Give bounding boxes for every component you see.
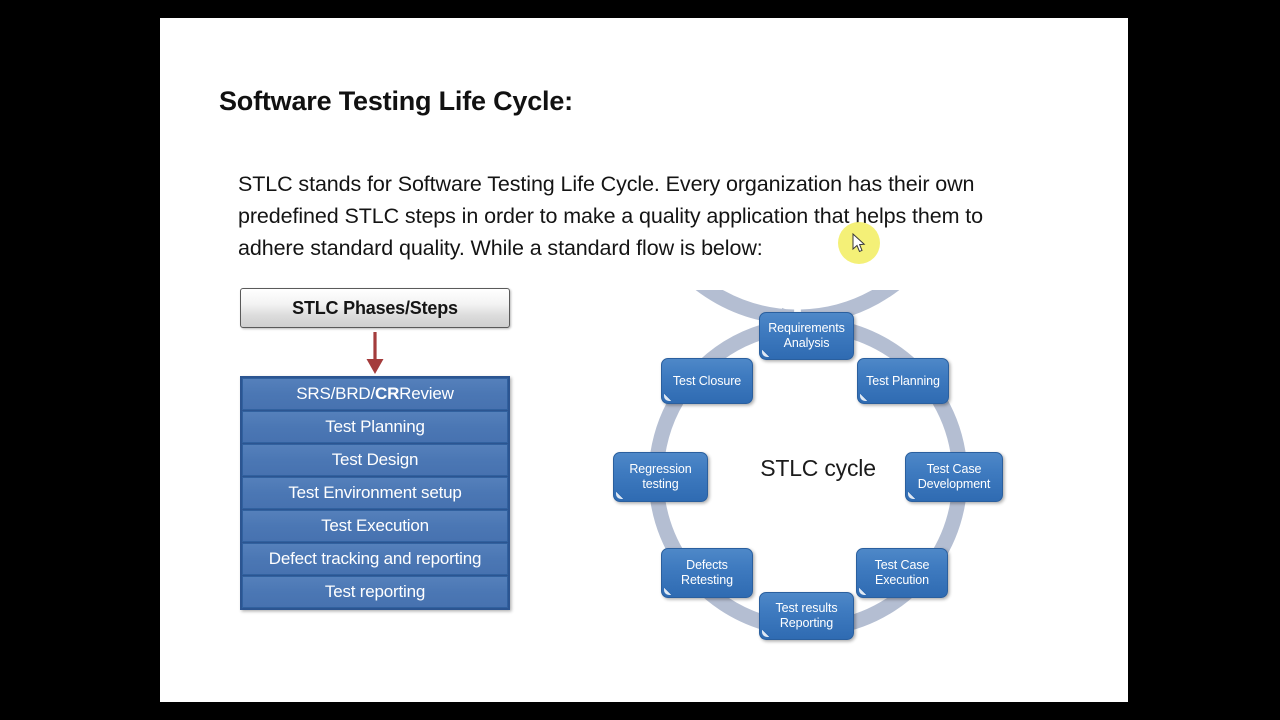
phase-label-prefix: Test Environment setup [288, 483, 462, 502]
node-line1: Regression [629, 462, 692, 476]
cycle-center-label: STLC cycle [760, 455, 876, 481]
phase-label-prefix: Test reporting [324, 582, 426, 601]
node-line1: Test Case [874, 558, 930, 572]
cycle-node-test-case-execution[interactable]: Test Case Execution [856, 548, 948, 598]
cycle-node-regression-testing[interactable]: Regression testing [613, 452, 708, 502]
node-line1: Test Planning [866, 373, 940, 388]
phase-label-bold: CR [375, 384, 400, 403]
cycle-node-test-planning[interactable]: Test Planning [857, 358, 949, 404]
bottom-artifact [803, 712, 829, 720]
node-line2: testing [642, 477, 679, 491]
phase-label-prefix: Test Execution [321, 516, 429, 535]
cycle-node-test-results-reporting[interactable]: Test results Reporting [759, 592, 854, 640]
node-line2: Development [917, 477, 991, 491]
node-line1: Test results [775, 601, 838, 615]
node-line1: Defects [686, 558, 728, 572]
cycle-node-test-case-development[interactable]: Test Case Development [905, 452, 1003, 502]
node-line2: Retesting [681, 573, 733, 587]
node-line2: Analysis [783, 336, 830, 350]
down-arrow-icon [240, 328, 510, 376]
node-line2: Execution [875, 573, 929, 587]
cycle-node-requirements-analysis[interactable]: Requirements Analysis [759, 312, 854, 360]
list-item[interactable]: SRS/BRD/CR Review [242, 378, 508, 410]
list-item[interactable]: Test Planning [242, 411, 508, 443]
node-line1: Requirements [768, 321, 845, 335]
list-item[interactable]: Test reporting [242, 576, 508, 608]
intro-paragraph: STLC stands for Software Testing Life Cy… [238, 172, 984, 260]
list-item[interactable]: Test Environment setup [242, 477, 508, 509]
phase-label-prefix: Test Planning [325, 417, 425, 436]
cycle-node-test-closure[interactable]: Test Closure [661, 358, 753, 404]
page-title: Software Testing Life Cycle: [219, 86, 573, 116]
cycle-node-defects-retesting[interactable]: Defects Retesting [661, 548, 753, 598]
phase-label-prefix: SRS/BRD/ [296, 384, 375, 403]
phases-list: SRS/BRD/CR Review Test Planning Test Des… [240, 376, 510, 610]
node-line1: Test Closure [672, 373, 742, 388]
stlc-cycle-diagram: STLC cycle Requirements Analysis Test Pl… [608, 290, 1028, 650]
node-line1: Test Case [926, 462, 982, 476]
node-line2: Reporting [779, 616, 834, 630]
phase-label-prefix: Test Design [331, 450, 419, 469]
phases-panel: STLC Phases/Steps SRS/BRD/CR Review Test… [240, 288, 510, 610]
list-item[interactable]: Test Design [242, 444, 508, 476]
phase-label-suffix: Review [399, 384, 454, 403]
slide-canvas: Software Testing Life Cycle: STLC stands… [160, 18, 1128, 720]
list-item[interactable]: Test Execution [242, 510, 508, 542]
phases-header-box: STLC Phases/Steps [240, 288, 510, 328]
list-item[interactable]: Defect tracking and reporting [242, 543, 508, 575]
phase-label-prefix: Defect tracking and reporting [268, 549, 482, 568]
